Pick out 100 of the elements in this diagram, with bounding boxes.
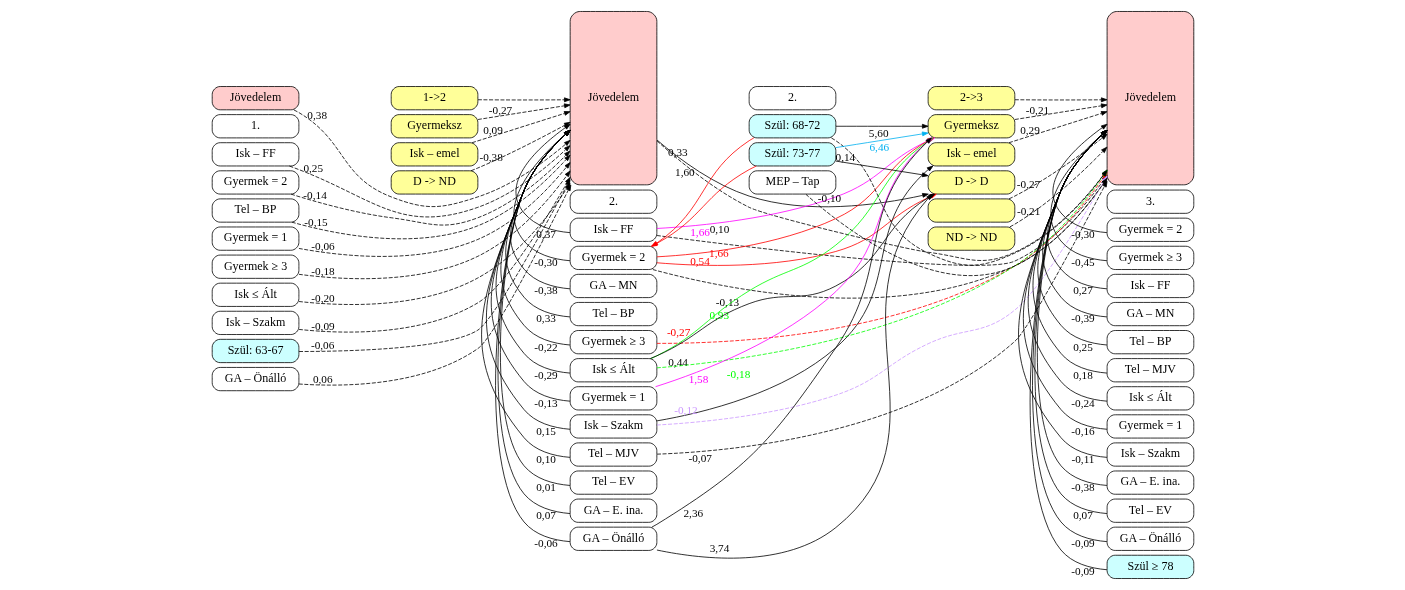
edge-label: 0,33 xyxy=(535,312,556,325)
node-box: Gyermek = 1 xyxy=(569,386,657,411)
node-box: Tel – EV xyxy=(1106,498,1194,523)
node-box: Gyermek = 2 xyxy=(211,170,299,195)
node-box: Szül: 68-72 xyxy=(748,114,836,139)
node-box: Isk – Szakm xyxy=(1106,442,1194,467)
node-box: GA – E. ina. xyxy=(569,498,657,523)
node-box: D -> D xyxy=(927,170,1015,195)
node-box: Szül: 63-67 xyxy=(211,338,299,363)
edge-label: 0,10 xyxy=(709,223,729,236)
edge-label: 0,33 xyxy=(667,145,688,158)
edge-label: 0,07 xyxy=(535,509,556,522)
edge-label: -0,27 xyxy=(666,325,690,338)
node-box: Isk – Szakm xyxy=(211,310,299,335)
edge-label: -0,38 xyxy=(1070,481,1095,493)
node-box: GA – MN xyxy=(569,273,657,298)
edge-label: -0,12 xyxy=(673,404,698,417)
edge-label: 0,15 xyxy=(535,424,556,437)
node-box: Jövedelem xyxy=(569,11,657,186)
node-box: Tel – EV xyxy=(569,470,657,495)
arrow xyxy=(835,131,928,148)
edge-label: 0,25 xyxy=(302,162,323,175)
edge-label: -0,06 xyxy=(533,537,558,550)
edge-label: -0,13 xyxy=(533,396,558,409)
arrow xyxy=(656,193,932,559)
edge-label: -0,24 xyxy=(1070,396,1095,409)
node-box: Isk – FF xyxy=(211,142,299,167)
node-box: Isk – FF xyxy=(1106,273,1194,298)
edge-label: -0,09 xyxy=(1070,537,1095,550)
arrow xyxy=(835,123,928,129)
edge-label: 0,54 xyxy=(689,254,710,267)
node-box: Jövedelem xyxy=(1106,11,1194,186)
edge-label: 0,25 xyxy=(1072,340,1093,353)
edge-label: 0,14 xyxy=(835,150,855,163)
arrow xyxy=(1014,103,1107,120)
edge-label: -0,20 xyxy=(310,291,335,304)
node-box: Gyermek ≥ 3 xyxy=(569,330,657,355)
edge-label: -0,18 xyxy=(310,265,335,278)
node-box: Isk ≤ Ált xyxy=(1106,386,1194,411)
edge-label: -0,21 xyxy=(1025,103,1049,116)
edge-label: -0,45 xyxy=(1070,256,1095,269)
edge-label: 0,09 xyxy=(482,123,503,136)
edge-label: 0,27 xyxy=(1072,284,1093,297)
edge-label: 0,37 xyxy=(535,228,556,241)
node-box: Isk – emel xyxy=(927,142,1015,167)
edge-label: 6,46 xyxy=(869,141,889,154)
edge-label: -0,07 xyxy=(687,452,712,465)
node-box: 1. xyxy=(211,114,299,139)
edge-label: -0,06 xyxy=(310,339,334,352)
node-box xyxy=(927,198,1015,223)
edge-label: -0,27 xyxy=(488,103,512,116)
arrow xyxy=(1014,97,1107,103)
node-box: Jövedelem xyxy=(211,86,299,111)
edge-label: 3,74 xyxy=(709,541,729,554)
edge-label: 0,07 xyxy=(1072,509,1093,522)
edge-label: 1,66 xyxy=(708,247,729,260)
node-box: 2->3 xyxy=(927,86,1015,111)
edge-label: 5,60 xyxy=(868,126,889,139)
node-box: Isk – FF xyxy=(569,217,657,242)
edge-label: 0,01 xyxy=(535,481,556,493)
node-box: Gyermek = 2 xyxy=(569,245,657,270)
node-box: Szül: 73-77 xyxy=(748,142,836,167)
edge-label: 2,36 xyxy=(682,507,703,520)
node-box: D -> ND xyxy=(390,170,478,195)
node-box: ND -> ND xyxy=(927,226,1015,251)
edge-label: 0,10 xyxy=(535,452,556,465)
edge-label: -0,30 xyxy=(533,256,558,269)
node-box: Isk – emel xyxy=(390,142,478,167)
edge-label: 0,29 xyxy=(1019,123,1040,136)
edge-label: -0,39 xyxy=(1070,312,1095,325)
edge-label: 0,38 xyxy=(306,108,327,121)
edge-label: -0,29 xyxy=(533,368,558,381)
node-box: Gyermek ≥ 3 xyxy=(1106,245,1194,270)
node-box: 3. xyxy=(1106,189,1194,214)
node-box: GA – Önálló xyxy=(211,367,299,392)
node-box: Gyermek ≥ 3 xyxy=(211,254,299,279)
edge-label: -0,15 xyxy=(303,216,328,229)
node-box: Tel – BP xyxy=(211,198,299,223)
node-box: Isk ≤ Ált xyxy=(211,282,299,307)
node-box: 1->2 xyxy=(390,86,478,111)
edge-label: -0,22 xyxy=(533,340,558,353)
edge-label: -0,11 xyxy=(1071,452,1094,465)
node-box: Isk – Szakm xyxy=(569,414,657,439)
node-box: Gyermeksz xyxy=(390,114,478,139)
edge-label: 1,60 xyxy=(674,166,695,179)
edge-label: -0,14 xyxy=(302,189,327,202)
arrow xyxy=(835,160,928,178)
node-box: GA – Önálló xyxy=(1106,526,1194,551)
edge-label: 1,66 xyxy=(689,226,710,239)
edge-label: -0,09 xyxy=(1070,565,1095,578)
arrow xyxy=(477,97,570,103)
edge-label: -0,09 xyxy=(310,319,335,332)
edge-label: 1,58 xyxy=(688,373,708,386)
node-box: 2. xyxy=(569,189,657,214)
node-box: GA – MN xyxy=(1106,302,1194,327)
edge-label: -0,13 xyxy=(715,296,739,309)
arrow xyxy=(656,139,929,208)
edge-label: -0,18 xyxy=(726,367,750,380)
edge-label: -0,30 xyxy=(1070,228,1095,241)
edge-label: -0,38 xyxy=(478,150,503,163)
